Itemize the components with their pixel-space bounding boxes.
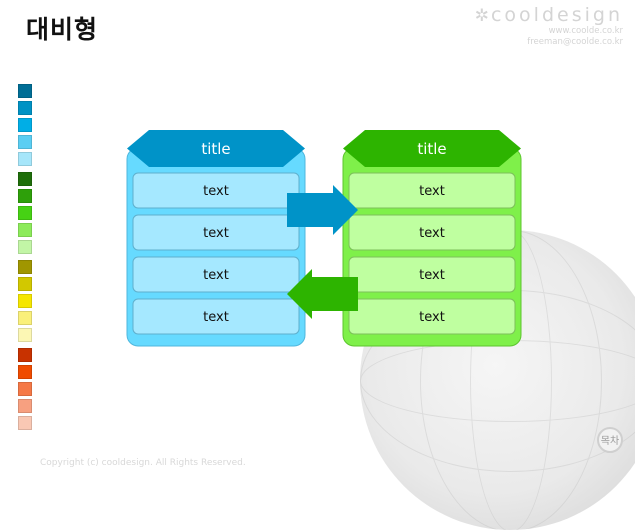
palette-swatch xyxy=(18,172,32,186)
item-label: text xyxy=(419,268,445,283)
palette-swatch xyxy=(18,416,32,430)
brand-block: ✲cooldesign www.coolde.co.kr freeman@coo… xyxy=(475,4,623,48)
item-label: text xyxy=(419,226,445,241)
item-label: text xyxy=(203,310,229,325)
brand-logo-text: cooldesign xyxy=(490,4,623,26)
palette-swatch xyxy=(18,277,32,291)
palette-swatch xyxy=(18,101,32,115)
item-label: text xyxy=(203,268,229,283)
item-box xyxy=(132,214,300,251)
right-panel-group: title text text text text xyxy=(342,130,522,347)
back-to-contents-button[interactable]: 목차 xyxy=(597,427,623,453)
palette-swatch xyxy=(18,189,32,203)
palette-swatch xyxy=(18,260,32,274)
palette-swatch xyxy=(18,135,32,149)
item-label: text xyxy=(203,226,229,241)
butterfly-icon: ✲ xyxy=(474,6,489,26)
palette-swatch xyxy=(18,223,32,237)
left-panel-group: title text text text text xyxy=(126,130,306,347)
item-box xyxy=(132,298,300,335)
palette-swatch xyxy=(18,152,32,166)
palette-swatch xyxy=(18,118,32,132)
brand-email: freeman@coolde.co.kr xyxy=(527,37,623,47)
item-box xyxy=(348,256,516,293)
item-label: text xyxy=(203,184,229,199)
item-box xyxy=(132,256,300,293)
page-title: 대비형 xyxy=(26,15,99,44)
palette-swatch xyxy=(18,382,32,396)
brand-logo: ✲cooldesign xyxy=(475,4,623,26)
arrow-right xyxy=(287,185,358,235)
arrow-left xyxy=(287,269,358,319)
left-items: text text text text xyxy=(132,172,300,335)
palette-swatch xyxy=(18,399,32,413)
brand-site: www.coolde.co.kr xyxy=(548,26,623,36)
palette-swatch xyxy=(18,311,32,325)
palette-swatch xyxy=(18,365,32,379)
item-label: text xyxy=(419,310,445,325)
item-label: text xyxy=(419,184,445,199)
item-box xyxy=(348,172,516,209)
palette-swatch xyxy=(18,328,32,342)
item-box xyxy=(348,298,516,335)
palette-swatch xyxy=(18,348,32,362)
item-box xyxy=(348,214,516,251)
right-header xyxy=(343,130,521,167)
palette-swatch xyxy=(18,206,32,220)
right-items: text text text text xyxy=(348,172,516,335)
left-header xyxy=(127,130,305,167)
footer-copyright: Copyright (c) cooldesign. All Rights Res… xyxy=(40,458,246,468)
palette-swatch xyxy=(18,84,32,98)
right-header-title: title xyxy=(417,140,446,158)
palette-swatch xyxy=(18,240,32,254)
item-box xyxy=(132,172,300,209)
palette-swatch xyxy=(18,294,32,308)
left-header-title: title xyxy=(201,140,230,158)
